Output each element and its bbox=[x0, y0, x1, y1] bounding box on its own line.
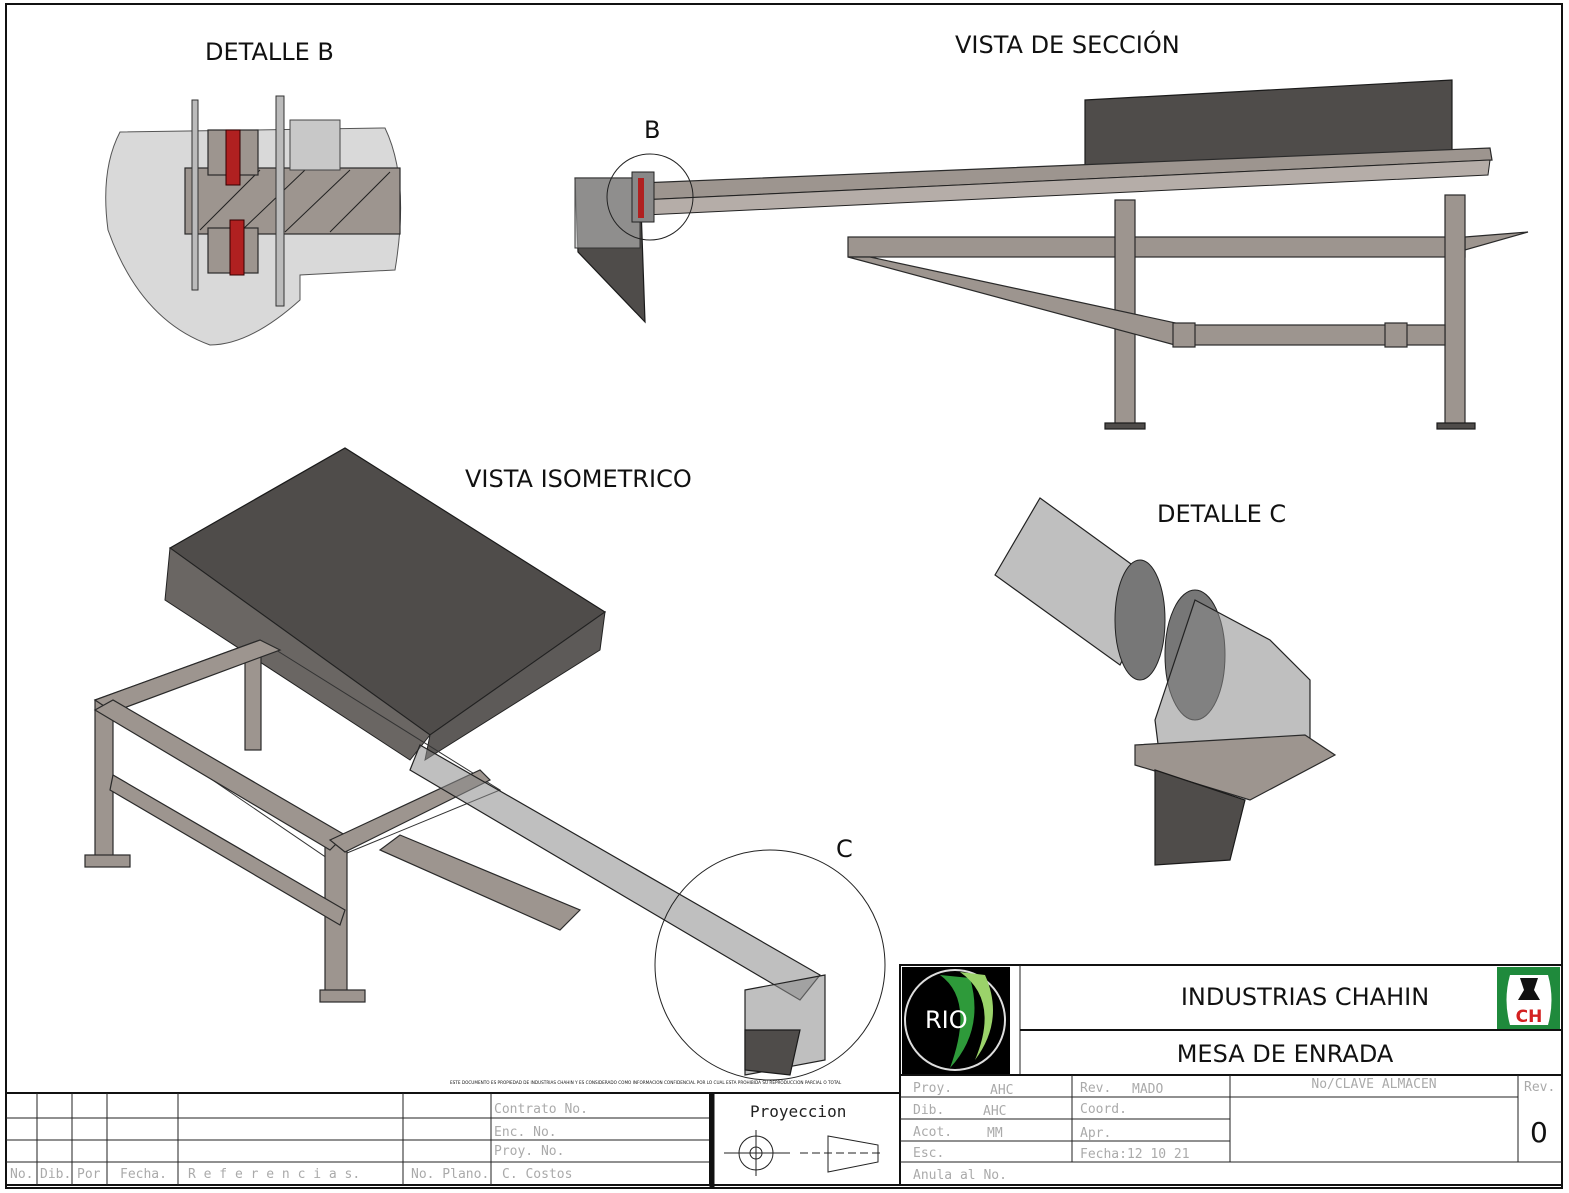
drawing-title: MESA DE ENRADA bbox=[1177, 1040, 1394, 1068]
sheet-border bbox=[5, 3, 1563, 1189]
dib-value: AHC bbox=[983, 1104, 1006, 1119]
isometric-view-title: VISTA ISOMETRICO bbox=[465, 465, 692, 493]
rev-label: Rev. bbox=[1080, 1081, 1111, 1096]
coord-label: Coord. bbox=[1080, 1102, 1127, 1117]
proy-value: AHC bbox=[990, 1083, 1013, 1098]
rio-logo-text: RIO bbox=[925, 1006, 968, 1034]
col-no-plano: No. Plano. bbox=[411, 1167, 489, 1182]
projection-box: Proyeccion bbox=[709, 1092, 901, 1188]
esc-label: Esc. bbox=[913, 1146, 944, 1161]
detail-b-title: DETALLE B bbox=[205, 38, 334, 66]
detail-b-drawing bbox=[105, 95, 402, 346]
rev-column-label: Rev. bbox=[1524, 1080, 1555, 1095]
apr-label: Apr. bbox=[1080, 1126, 1111, 1141]
enc-label: Enc. No. bbox=[494, 1125, 557, 1140]
clave-almacen-label: No/CLAVE ALMACEN bbox=[1311, 1077, 1436, 1092]
anula-label: Anula al No. bbox=[913, 1168, 1007, 1183]
projection-label: Proyeccion bbox=[750, 1102, 846, 1121]
contrato-label: Contrato No. bbox=[494, 1102, 588, 1117]
acot-value: MM bbox=[987, 1126, 1003, 1141]
title-block: RIO INDUSTRIAS CHAHIN MESA DE ENRADA CH … bbox=[899, 964, 1563, 1186]
acot-label: Acot. bbox=[913, 1125, 952, 1140]
dib-label: Dib. bbox=[913, 1103, 944, 1118]
confidential-note: ESTE DOCUMENTO ES PROPIEDAD DE INDUSTRIA… bbox=[450, 1080, 842, 1085]
callout-c-label: C bbox=[836, 835, 853, 863]
col-dib: Dib. bbox=[40, 1167, 71, 1182]
rev-value: MADO bbox=[1132, 1082, 1163, 1097]
fecha: Fecha:12 10 21 bbox=[1080, 1147, 1190, 1162]
first-angle-projection-icon bbox=[724, 1130, 882, 1176]
company-name: INDUSTRIAS CHAHIN bbox=[1181, 983, 1429, 1011]
chahin-logo-text: CH bbox=[1516, 1007, 1543, 1027]
col-no: No. bbox=[10, 1167, 33, 1182]
col-fecha: Fecha. bbox=[120, 1167, 167, 1182]
callout-b-label: B bbox=[644, 116, 660, 144]
proy-label: Proy. bbox=[913, 1081, 952, 1096]
section-view-drawing bbox=[574, 79, 1529, 430]
costos-label: C. Costos bbox=[502, 1167, 572, 1182]
revision-table: No. Dib. Por Fecha. R e f e r e n c i a … bbox=[5, 1092, 711, 1186]
proy-no-label: Proy. No. bbox=[494, 1144, 564, 1159]
isometric-view-drawing bbox=[84, 447, 886, 1081]
col-referencias: R e f e r e n c i a s. bbox=[188, 1167, 360, 1182]
revision-number: 0 bbox=[1530, 1116, 1548, 1149]
col-por: Por bbox=[77, 1167, 101, 1182]
section-view-title: VISTA DE SECCIÓN bbox=[955, 29, 1180, 59]
detail-c-drawing bbox=[994, 497, 1337, 866]
detail-c-title: DETALLE C bbox=[1157, 500, 1286, 528]
